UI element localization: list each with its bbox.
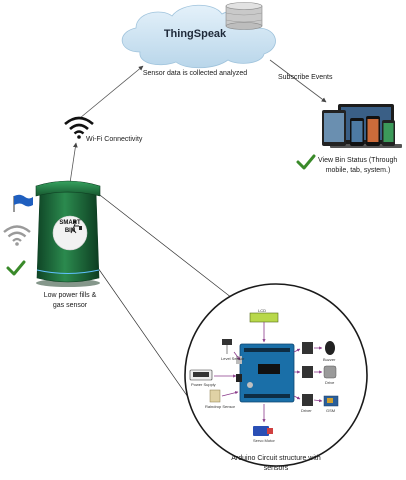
- bin-logo-line1: SMART: [59, 220, 81, 226]
- smart-bin: [35, 180, 101, 287]
- devices-caption-line2: mobile, tab, system.): [325, 167, 391, 174]
- smart-bin-logo: [52, 215, 88, 251]
- driver-label: Driver: [301, 408, 312, 413]
- servo-motor-icon: [253, 426, 273, 436]
- flag-icon: [13, 194, 33, 212]
- check-icon-devices: [296, 154, 316, 170]
- edge-bin-to-wifi: [69, 142, 78, 184]
- power-supply-icon: [189, 369, 213, 381]
- cloud-title: ThingSpeak: [163, 28, 227, 40]
- buzzer-label: Buzzer: [323, 357, 336, 362]
- lcd-display: [249, 312, 279, 323]
- raindrop-sensor-icon: [209, 389, 221, 403]
- circuit-caption-line2: sensors: [263, 465, 289, 472]
- power-supply-label: Power Supply: [191, 382, 216, 387]
- lcd-label: LCD: [258, 308, 267, 313]
- driver-icon: [302, 342, 313, 406]
- dc-motor-icon: [323, 365, 337, 379]
- bin-caption-line2: gas sensor: [52, 302, 88, 309]
- wifi-icon: [64, 116, 94, 139]
- circuit-caption-line1: Arduino Circuit structure with: [231, 455, 321, 462]
- dc-motor-label: Drive: [325, 380, 335, 385]
- bin-logo-line2: BIN: [64, 228, 76, 234]
- devices-icon: [322, 104, 402, 148]
- edge-bin-to-circuit-top: [95, 191, 251, 313]
- devices-caption-line1: View Bin Status (Through: [318, 157, 398, 164]
- buzzer-icon: [325, 341, 335, 355]
- subscribe-label: Subscribe Events: [278, 74, 333, 81]
- cloud-caption: Sensor data is collected analyzed: [142, 70, 248, 77]
- wifi-label: Wi-Fi Connectivity: [86, 136, 143, 143]
- arduino-board: [236, 343, 295, 403]
- level-sensor-icon: [222, 339, 232, 354]
- gsm-label: GSM: [326, 408, 336, 413]
- trash-person-icon: [70, 220, 82, 234]
- rain-sensor-label: Raindrop Sensor: [205, 404, 236, 409]
- circuit-diagram: [184, 283, 368, 467]
- database-icon: [225, 2, 263, 30]
- thingspeak-cloud: [121, 2, 276, 69]
- edge-wifi-to-cloud: [79, 65, 144, 119]
- check-icon-bin: [6, 260, 26, 276]
- edge-cloud-to-devices: [269, 59, 327, 103]
- gsm-module-icon: [323, 395, 339, 407]
- wifi-signal-icon: [3, 225, 31, 246]
- level-sensor-label: Level Sensor: [221, 356, 245, 361]
- bin-caption-line1: Low power fills &: [43, 292, 97, 299]
- servo-label: Servo Motor: [253, 438, 275, 443]
